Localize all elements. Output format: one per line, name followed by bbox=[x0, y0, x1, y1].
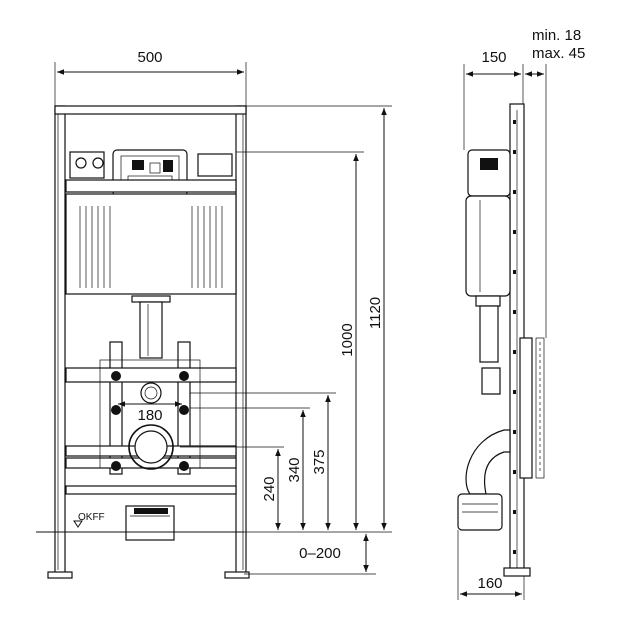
front-view bbox=[36, 105, 250, 579]
min-label: min. 18 bbox=[532, 27, 581, 44]
width-label: 500 bbox=[137, 49, 162, 66]
width-dimension: 500 bbox=[54, 49, 247, 106]
height-1120-label: 1120 bbox=[367, 297, 384, 329]
depth-label: 150 bbox=[481, 49, 506, 66]
spacing-dimension: 180 bbox=[118, 401, 182, 424]
spacing-label: 180 bbox=[137, 407, 162, 424]
floor-range-label: 0–200 bbox=[299, 545, 341, 562]
height-dimensions: 1120 1000 375 340 240 bbox=[261, 108, 387, 530]
base-depth-label: 160 bbox=[477, 575, 502, 592]
height-340-label: 340 bbox=[286, 457, 303, 482]
side-base-dimension: 160 bbox=[457, 530, 525, 600]
height-1000-label: 1000 bbox=[339, 323, 356, 356]
cistern-ribs bbox=[79, 206, 223, 288]
side-depth-dimension: 150 min. 18 max. 45 bbox=[463, 27, 585, 338]
floor-marker-label: OKFF bbox=[78, 512, 105, 523]
height-375-label: 375 bbox=[311, 449, 328, 474]
height-240-label: 240 bbox=[261, 476, 278, 501]
floor-range-dimension: 0–200 bbox=[244, 534, 376, 575]
max-label: max. 45 bbox=[532, 45, 585, 62]
side-view bbox=[457, 103, 545, 577]
